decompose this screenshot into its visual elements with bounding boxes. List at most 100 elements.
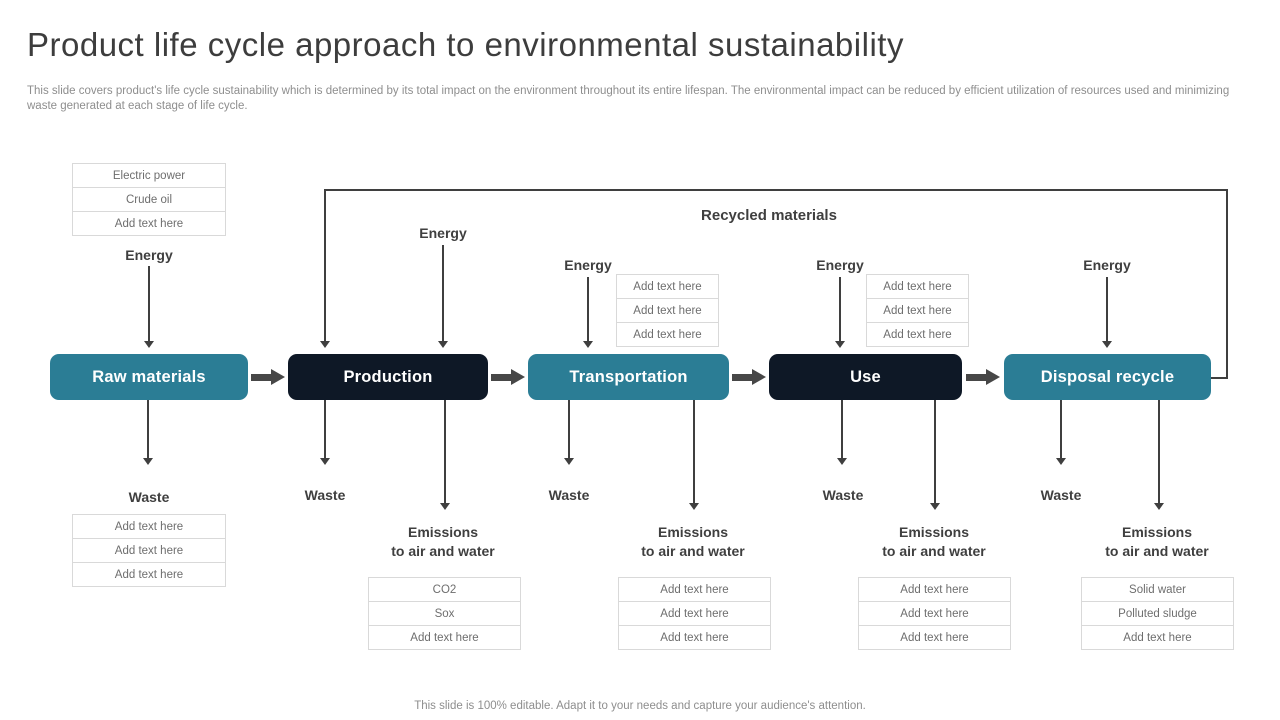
energy-arrowhead-use-icon xyxy=(835,341,845,348)
placeholder-cell[interactable]: Add text here xyxy=(616,298,719,323)
slide-description: This slide covers product's life cycle s… xyxy=(27,85,1230,113)
energy-arrow-disposal xyxy=(1106,277,1108,341)
energy-arrow-raw-materials xyxy=(148,266,150,341)
stage-transportation[interactable]: Transportation xyxy=(528,354,729,400)
waste-label-production: Waste xyxy=(304,487,346,503)
energy-label-use: Energy xyxy=(816,257,864,273)
stage-disposal-recycle[interactable]: Disposal recycle xyxy=(1004,354,1211,400)
placeholder-cell[interactable]: Electric power xyxy=(72,163,226,188)
transportation-emissions-list: Add text here Add text here Add text her… xyxy=(618,577,771,650)
energy-arrow-transportation xyxy=(587,277,589,341)
placeholder-cell[interactable]: Add text here xyxy=(618,601,771,626)
emissions-header-production: Emissions to air and water xyxy=(363,523,523,561)
energy-label-disposal: Energy xyxy=(1083,257,1131,273)
recycled-materials-label: Recycled materials xyxy=(701,207,837,224)
emissions-header-line1: Emissions xyxy=(1121,524,1193,540)
placeholder-cell[interactable]: Add text here xyxy=(866,274,969,299)
stage-use[interactable]: Use xyxy=(769,354,962,400)
emissions-arrowhead-production-icon xyxy=(440,503,450,510)
waste-label-transportation: Waste xyxy=(548,487,590,503)
placeholder-cell[interactable]: Crude oil xyxy=(72,187,226,212)
emissions-arrow-use xyxy=(934,400,936,503)
emissions-header-disposal: Emissions to air and water xyxy=(1077,523,1237,561)
flow-arrow-shaft xyxy=(732,374,753,381)
stage-label: Production xyxy=(343,367,433,386)
placeholder-cell[interactable]: Add text here xyxy=(72,562,226,587)
placeholder-cell[interactable]: Add text here xyxy=(616,322,719,347)
energy-label-transportation: Energy xyxy=(564,257,612,273)
placeholder-cell[interactable]: CO2 xyxy=(368,577,521,602)
disposal-emissions-list: Solid water Polluted sludge Add text her… xyxy=(1081,577,1234,650)
emissions-arrow-disposal xyxy=(1158,400,1160,503)
placeholder-cell[interactable]: Add text here xyxy=(72,211,226,236)
recycle-loop-top-line xyxy=(324,189,1228,191)
energy-arrowhead-production-icon xyxy=(438,341,448,348)
stage-label: Raw materials xyxy=(92,367,206,386)
emissions-arrowhead-use-icon xyxy=(930,503,940,510)
placeholder-cell[interactable]: Add text here xyxy=(866,322,969,347)
emissions-header-line2: to air and water xyxy=(882,543,986,559)
use-emissions-list: Add text here Add text here Add text her… xyxy=(858,577,1011,650)
waste-arrow-production xyxy=(324,400,326,458)
page-title: Product life cycle approach to environme… xyxy=(27,26,904,63)
stage-label: Use xyxy=(850,367,881,386)
use-input-list: Add text here Add text here Add text her… xyxy=(866,274,969,347)
flow-arrow-shaft xyxy=(491,374,512,381)
emissions-header-transportation: Emissions to air and water xyxy=(613,523,773,561)
emissions-arrow-production xyxy=(444,400,446,503)
stage-label: Disposal recycle xyxy=(1040,367,1175,386)
emissions-arrowhead-transportation-icon xyxy=(689,503,699,510)
flow-arrow-head-icon xyxy=(752,369,766,385)
stage-production[interactable]: Production xyxy=(288,354,488,400)
emissions-header-line2: to air and water xyxy=(641,543,745,559)
flow-arrow-shaft xyxy=(966,374,987,381)
waste-arrow-transportation xyxy=(568,400,570,458)
emissions-arrowhead-disposal-icon xyxy=(1154,503,1164,510)
placeholder-cell[interactable]: Add text here xyxy=(618,625,771,650)
emissions-header-line2: to air and water xyxy=(391,543,495,559)
energy-arrow-production xyxy=(442,245,444,341)
recycle-loop-arrowhead-icon xyxy=(320,341,330,348)
placeholder-cell[interactable]: Add text here xyxy=(858,601,1011,626)
placeholder-cell[interactable]: Add text here xyxy=(616,274,719,299)
emissions-header-line2: to air and water xyxy=(1105,543,1209,559)
placeholder-cell[interactable]: Add text here xyxy=(858,625,1011,650)
emissions-header-line1: Emissions xyxy=(657,524,729,540)
placeholder-cell[interactable]: Add text here xyxy=(1081,625,1234,650)
waste-label-disposal: Waste xyxy=(1040,487,1082,503)
energy-label-raw-materials: Energy xyxy=(125,247,173,263)
placeholder-cell[interactable]: Add text here xyxy=(866,298,969,323)
placeholder-cell[interactable]: Sox xyxy=(368,601,521,626)
flow-arrow-head-icon xyxy=(271,369,285,385)
recycle-loop-stub-line xyxy=(1211,377,1228,379)
raw-materials-waste-list: Add text here Add text here Add text her… xyxy=(72,514,226,587)
waste-label-raw-materials: Waste xyxy=(128,489,170,505)
raw-materials-input-list: Electric power Crude oil Add text here xyxy=(72,163,226,236)
waste-arrowhead-raw-materials-icon xyxy=(143,458,153,465)
placeholder-cell[interactable]: Add text here xyxy=(618,577,771,602)
slide-footer: This slide is 100% editable. Adapt it to… xyxy=(414,700,866,712)
energy-arrow-use xyxy=(839,277,841,341)
energy-arrowhead-transportation-icon xyxy=(583,341,593,348)
placeholder-cell[interactable]: Add text here xyxy=(72,514,226,539)
placeholder-cell[interactable]: Add text here xyxy=(72,538,226,563)
waste-arrow-use xyxy=(841,400,843,458)
flow-arrow-head-icon xyxy=(986,369,1000,385)
recycle-loop-left-line xyxy=(324,189,326,341)
waste-arrow-raw-materials xyxy=(147,400,149,458)
stage-raw-materials[interactable]: Raw materials xyxy=(50,354,248,400)
recycle-loop-right-line xyxy=(1226,189,1228,379)
placeholder-cell[interactable]: Add text here xyxy=(368,625,521,650)
emissions-header-line1: Emissions xyxy=(407,524,479,540)
waste-arrow-disposal xyxy=(1060,400,1062,458)
waste-arrowhead-use-icon xyxy=(837,458,847,465)
placeholder-cell[interactable]: Add text here xyxy=(858,577,1011,602)
transportation-input-list: Add text here Add text here Add text her… xyxy=(616,274,719,347)
energy-arrowhead-disposal-icon xyxy=(1102,341,1112,348)
waste-arrowhead-transportation-icon xyxy=(564,458,574,465)
waste-arrowhead-disposal-icon xyxy=(1056,458,1066,465)
placeholder-cell[interactable]: Polluted sludge xyxy=(1081,601,1234,626)
placeholder-cell[interactable]: Solid water xyxy=(1081,577,1234,602)
emissions-header-line1: Emissions xyxy=(898,524,970,540)
